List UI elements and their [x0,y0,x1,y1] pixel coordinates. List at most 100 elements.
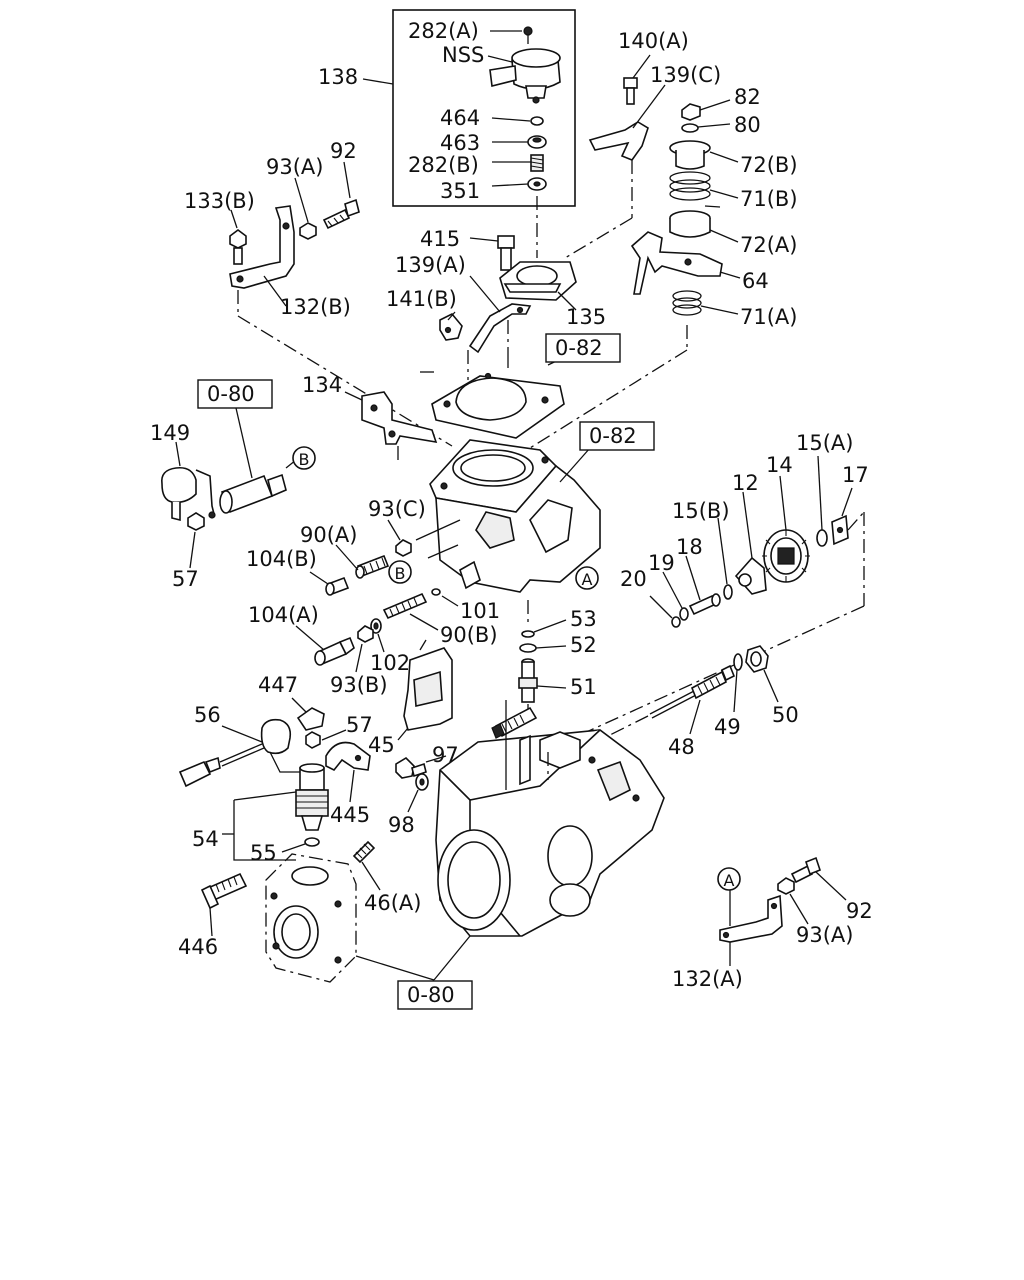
label-282a: 282(A) [408,19,479,43]
nut-93c [387,519,412,557]
label-351: 351 [440,179,480,203]
label-98: 98 [388,813,415,837]
nut-93a-right [777,877,809,925]
label-134: 134 [302,373,342,397]
label-101: 101 [460,599,500,623]
washer-463 [492,135,547,149]
label-55: 55 [250,841,277,865]
label-102: 102 [370,651,410,675]
clip-141b [439,311,463,341]
label-18: 18 [676,535,703,559]
label-90b: 90(B) [440,623,498,647]
connector-56 [178,718,307,788]
label-93b: 93(B) [330,673,388,697]
label-140a: 140(A) [618,29,689,53]
collar-72a [669,210,739,243]
ref-box-082-mid [579,421,655,451]
label-445: 445 [330,803,370,827]
label-15a: 15(A) [796,431,853,455]
nut-57-left [187,512,205,569]
label-135: 135 [566,305,606,329]
label-141b: 141(B) [386,287,457,311]
bracket-132a [719,890,783,966]
label-71a: 71(A) [740,305,797,329]
oring-53 [521,619,567,638]
label-104a: 104(A) [248,603,319,627]
cap-447 [291,697,325,731]
label-49: 49 [714,715,741,739]
plate-135 [499,261,577,311]
fitting-104a [295,625,355,666]
label-51: 51 [570,675,597,699]
label-90a: 90(A) [300,523,357,547]
label-64: 64 [742,269,769,293]
svg-text:A: A [724,871,735,890]
connector-0-80 [219,407,297,514]
label-46a: 46(A) [364,891,421,915]
label-447: 447 [258,673,298,697]
plunger-51 [518,658,567,703]
label-15b: 15(B) [672,499,730,523]
nut-93b [355,625,374,673]
bolt-133b [229,209,247,265]
svg-text:A: A [582,570,593,589]
bolt-97 [395,755,447,779]
fitting-104b [309,571,350,596]
label-57-mid: 57 [346,713,373,737]
spring-71b [669,171,739,201]
label-132b: 132(B) [280,295,351,319]
label-56: 56 [194,703,221,727]
label-72a: 72(A) [740,233,797,257]
seal-464 [491,116,544,126]
screw-90a [335,544,390,579]
screw-90b [382,592,439,631]
marker-a-1: A [575,566,599,590]
label-93c: 93(C) [368,497,426,521]
washer-351 [491,177,547,191]
label-282b: 282(B) [408,153,479,177]
bracket-139a [468,275,532,354]
label-19: 19 [648,551,675,575]
ref-082-top: 0-82 [555,336,603,360]
bracket-139c [588,84,666,161]
label-57-left: 57 [172,567,199,591]
shaft-48 [649,664,736,735]
washer-98 [407,773,429,813]
label-139c: 139(C) [650,63,721,87]
label-92-top: 92 [330,139,357,163]
bracket-445 [325,741,371,803]
label-132a: 132(A) [672,967,743,991]
screw-282a [490,26,533,44]
label-20: 20 [620,567,647,591]
weight-12 [734,491,767,595]
bolt-92-right [790,856,847,901]
label-93a-right: 93(A) [796,923,853,947]
label-52: 52 [570,633,597,657]
bracket-132b [229,205,295,307]
marker-a-2: A [717,867,741,891]
label-45: 45 [368,733,395,757]
adapter-plate [265,853,357,983]
label-149: 149 [150,421,190,445]
sensor-54 [222,763,329,861]
ref-080-left: 0-80 [207,382,255,406]
spring-71a [672,290,739,316]
stud-46a [352,840,381,891]
label-463: 463 [440,131,480,155]
svg-text:B: B [395,564,406,583]
label-71b: 71(B) [740,187,798,211]
label-48: 48 [668,735,695,759]
label-139a: 139(A) [395,253,466,277]
sensor-149 [160,441,216,522]
washer-80 [681,123,731,133]
label-12: 12 [732,471,759,495]
oring-101 [431,588,459,607]
ref-box-080-left [197,379,273,409]
label-93a-top: 93(A) [266,155,323,179]
assembly-138-frame [392,9,576,207]
governor-housing [429,439,601,593]
bolt-92-top [322,161,360,230]
label-464: 464 [440,106,480,130]
marker-b-2: B [388,560,412,584]
